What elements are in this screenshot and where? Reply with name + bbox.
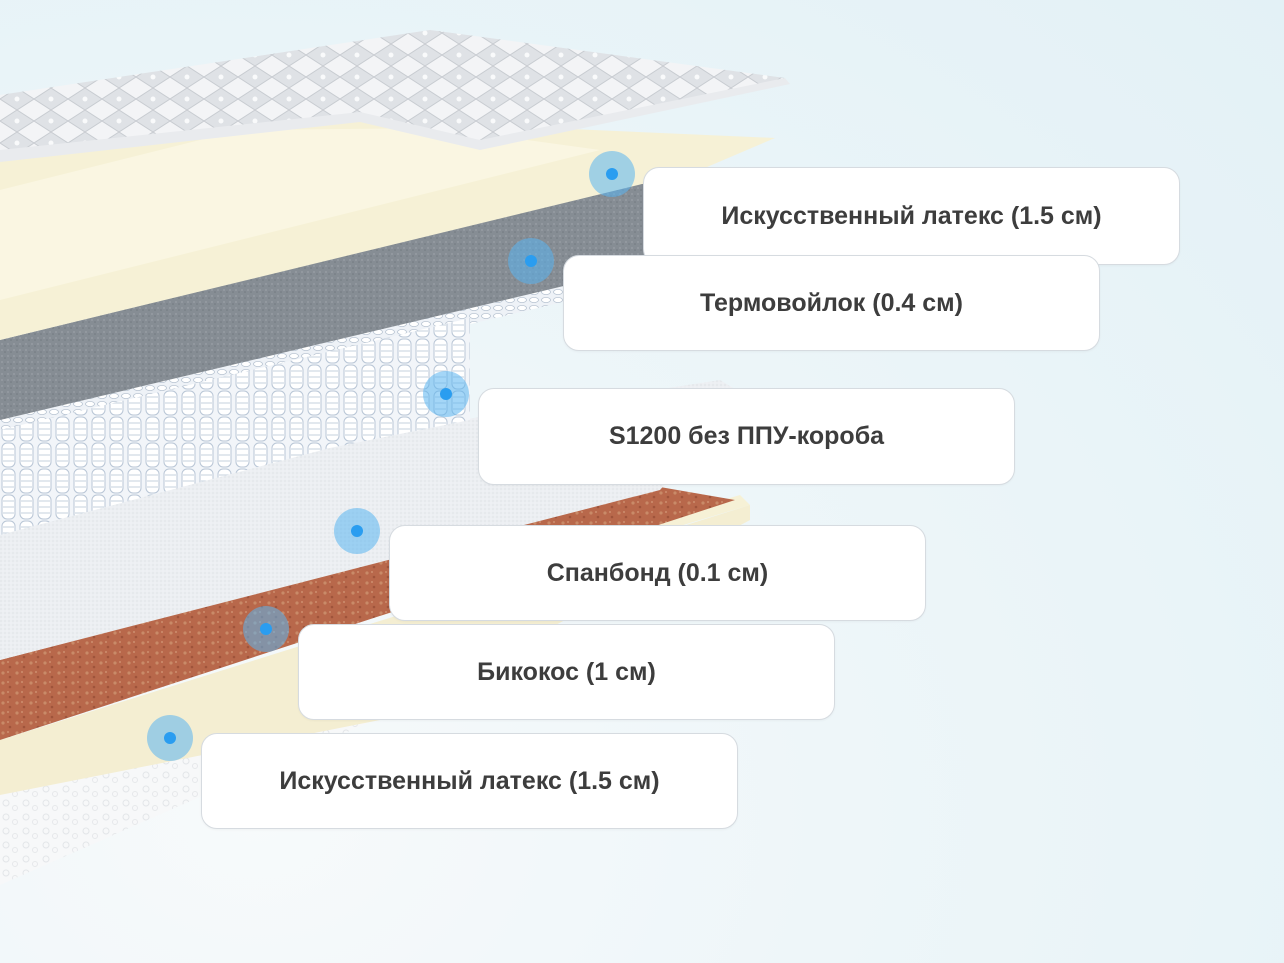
marker-dot xyxy=(260,623,272,635)
quilted-top-cover xyxy=(0,30,785,158)
layer-marker-icon[interactable] xyxy=(243,606,289,652)
layer-label-spunbond: Спанбонд (0.1 см) xyxy=(389,525,926,621)
layer-marker-icon[interactable] xyxy=(423,371,469,417)
marker-dot xyxy=(525,255,537,267)
marker-dot xyxy=(606,168,618,180)
spring-block-front xyxy=(0,318,470,535)
layer-label-thermofelt: Термовойлок (0.4 см) xyxy=(563,255,1100,351)
layer-marker-icon[interactable] xyxy=(589,151,635,197)
top-latex-highlight xyxy=(0,128,600,300)
layer-marker-icon[interactable] xyxy=(147,715,193,761)
marker-dot xyxy=(351,525,363,537)
layer-label-top-latex: Искусственный латекс (1.5 см) xyxy=(643,167,1180,265)
layer-label-bottom-latex: Искусственный латекс (1.5 см) xyxy=(201,733,738,829)
layer-label-bicoco: Бикокос (1 см) xyxy=(298,624,835,720)
marker-dot xyxy=(164,732,176,744)
layer-marker-icon[interactable] xyxy=(334,508,380,554)
layer-marker-icon[interactable] xyxy=(508,238,554,284)
marker-dot xyxy=(440,388,452,400)
layer-label-springs: S1200 без ППУ-короба xyxy=(478,388,1015,485)
